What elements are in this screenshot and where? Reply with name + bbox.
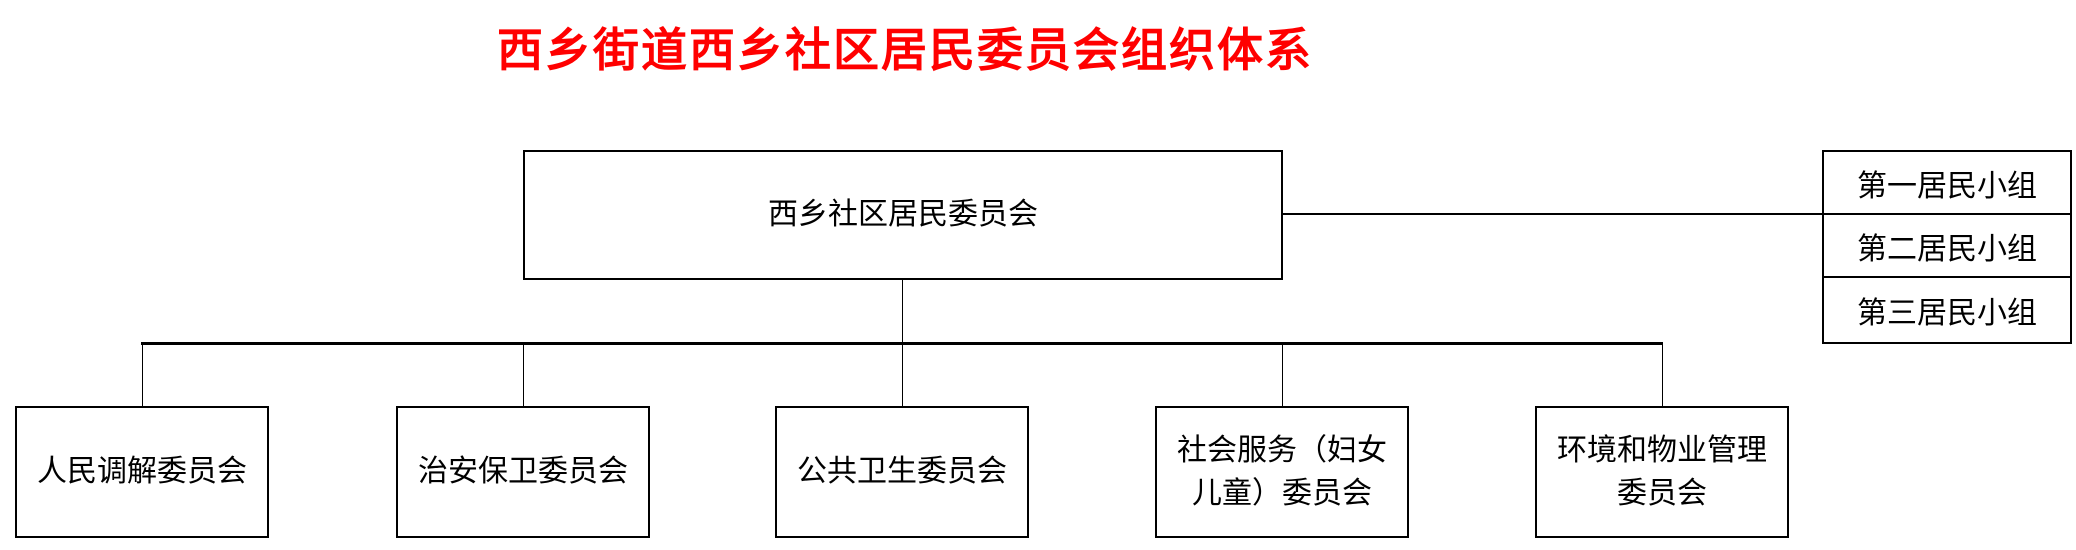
resident-group-2: 第二居民小组 [1824,215,2070,278]
connector-root-groups [1283,213,1823,215]
connector-drop-2 [523,344,524,407]
connector-drop-3 [902,344,903,407]
chart-title: 西乡街道西乡社区居民委员会组织体系 [497,23,1313,77]
committee-social-service: 社会服务（妇女儿童）委员会 [1155,406,1409,538]
committee-label: 人民调解委员会 [37,454,247,490]
connector-root-down [902,280,903,343]
resident-group-3: 第三居民小组 [1857,295,2037,331]
committee-label: 治安保卫委员会 [418,454,628,490]
committee-environment: 环境和物业管理委员会 [1535,406,1789,538]
connector-drop-1 [142,344,143,407]
committee-public-health: 公共卫生委员会 [775,406,1029,538]
root-node: 西乡社区居民委员会 [523,150,1283,280]
connector-drop-4 [1282,344,1283,407]
committee-mediation: 人民调解委员会 [15,406,269,538]
committee-security: 治安保卫委员会 [396,406,650,538]
root-node-label: 西乡社区居民委员会 [768,197,1038,233]
connector-bus [141,342,1663,345]
committee-label: 公共卫生委员会 [797,454,1007,490]
connector-drop-5 [1662,344,1663,407]
committee-label: 环境和物业管理委员会 [1557,432,1767,512]
resident-groups-box: 第一居民小组 第二居民小组 第三居民小组 [1822,150,2072,344]
resident-group-1: 第一居民小组 [1824,152,2070,215]
committee-label: 社会服务（妇女儿童）委员会 [1177,432,1387,512]
